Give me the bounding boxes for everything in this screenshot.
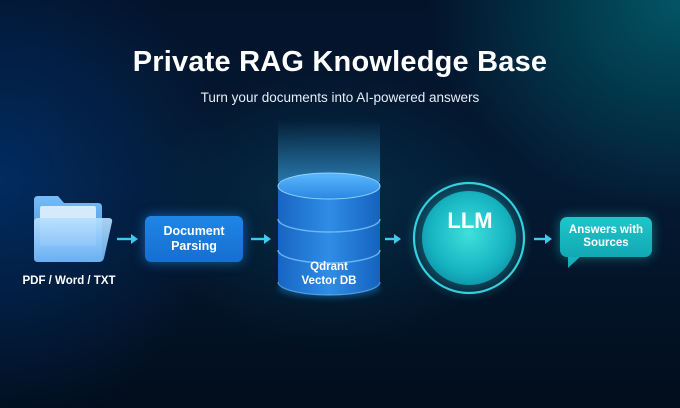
- answers-line-2: Sources: [583, 237, 629, 249]
- document-parsing-box: Document Parsing: [145, 216, 243, 262]
- page-title: Private RAG Knowledge Base: [132, 46, 548, 78]
- llm-circle: [405, 174, 533, 302]
- speech-bubble-icon: [568, 255, 582, 268]
- answers-box: Answers with Sources: [560, 217, 652, 257]
- arrow-folder-to-parsing: [117, 234, 138, 244]
- llm-label: LLM: [447, 208, 493, 233]
- vector-db-line-1: Qdrant: [310, 261, 348, 273]
- vector-db-label: Qdrant Vector DB: [279, 260, 379, 288]
- arrow-llm-to-answers: [534, 234, 552, 244]
- database-icon: [277, 120, 381, 298]
- vector-db-line-2: Vector DB: [301, 275, 357, 287]
- answers-line-1: Answers with: [568, 224, 644, 236]
- folder-icon: [34, 196, 113, 262]
- source-label: PDF / Word / TXT: [22, 275, 116, 287]
- parsing-line-1: Document: [163, 224, 225, 238]
- parsing-line-2: Parsing: [171, 239, 217, 253]
- arrow-db-to-llm: [385, 234, 401, 244]
- page-subtitle: Turn your documents into AI-powered answ…: [200, 90, 480, 105]
- arrow-parsing-to-db: [251, 234, 271, 244]
